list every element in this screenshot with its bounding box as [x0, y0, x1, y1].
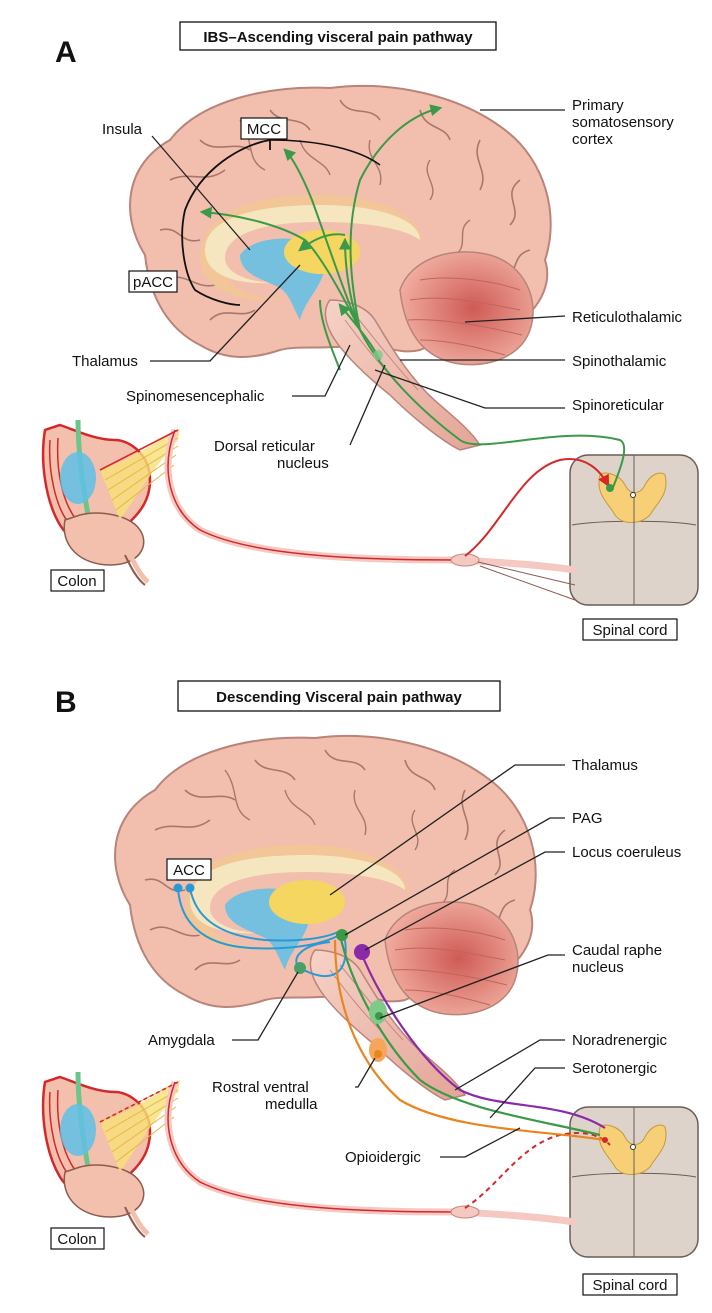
label-acc: ACC: [173, 862, 205, 879]
panel-a-colon: [43, 420, 180, 585]
label-mcc: MCC: [247, 121, 281, 138]
label-spinothalamic: Spinothalamic: [572, 353, 667, 370]
label-spinoreticular: Spinoreticular: [572, 397, 664, 414]
label-opioidergic: Opioidergic: [345, 1149, 421, 1166]
label-rostral-1: Rostral ventral: [212, 1079, 309, 1096]
label-pacc: pACC: [133, 274, 173, 291]
label-caudal-1: Caudal raphe: [572, 942, 662, 959]
panel-a-letter: A: [55, 36, 77, 69]
panel-a-ascending-tracts: [199, 104, 626, 491]
panel-b-spinal-cord: [569, 1106, 699, 1258]
panel-b: B Descending Visceral pain pathway: [43, 680, 699, 1296]
panel-a-drg: [450, 553, 480, 567]
panel-b-noradrenergic-tract: [358, 949, 606, 1129]
label-dorsal-2: nucleus: [277, 455, 329, 472]
panel-a-spinal-cord: [569, 454, 699, 606]
label-primary-3: cortex: [572, 131, 613, 148]
label-primary-2: somatosensory: [572, 114, 674, 131]
panel-b-acc-projections: [177, 887, 347, 978]
label-caudal-2: nucleus: [572, 959, 624, 976]
label-noradrenergic: Noradrenergic: [572, 1032, 668, 1049]
label-locus-coeruleus: Locus coeruleus: [572, 844, 681, 861]
label-spinal-cord-a: Spinal cord: [592, 622, 667, 639]
panel-b-colon: [43, 1072, 180, 1237]
label-colon-b: Colon: [57, 1231, 96, 1248]
panel-b-title-box: [177, 680, 501, 712]
panel-a: A IBS–Ascending visceral pain pathway: [43, 21, 699, 641]
label-primary-1: Primary: [572, 97, 624, 114]
panel-a-cingulate-bracket: [181, 138, 271, 306]
panel-a-title: IBS–Ascending visceral pain pathway: [203, 29, 473, 46]
panel-b-opioidergic-tract: [333, 939, 606, 1142]
panel-a-title-box: [179, 21, 497, 51]
panel-a-red-fiber: [464, 458, 610, 557]
label-pag: PAG: [572, 810, 603, 827]
panel-a-afferent-red: [167, 429, 456, 561]
label-colon-a: Colon: [57, 573, 96, 590]
panel-b-title: Descending Visceral pain pathway: [216, 689, 462, 706]
label-thalamus-a: Thalamus: [72, 353, 138, 370]
panel-b-serotonergic-tract: [338, 934, 601, 1137]
label-dorsal-1: Dorsal reticular: [214, 438, 315, 455]
label-reticulothalamic: Reticulothalamic: [572, 309, 683, 326]
label-spinal-cord-b: Spinal cord: [592, 1277, 667, 1294]
label-rostral-2: medulla: [265, 1096, 318, 1113]
label-thalamus-b: Thalamus: [572, 757, 638, 774]
label-insula: Insula: [102, 121, 143, 138]
panel-b-letter: B: [55, 686, 77, 719]
label-amygdala: Amygdala: [148, 1032, 215, 1049]
label-serotonergic: Serotonergic: [572, 1060, 658, 1077]
label-spinomesencephalic: Spinomesencephalic: [126, 388, 265, 405]
